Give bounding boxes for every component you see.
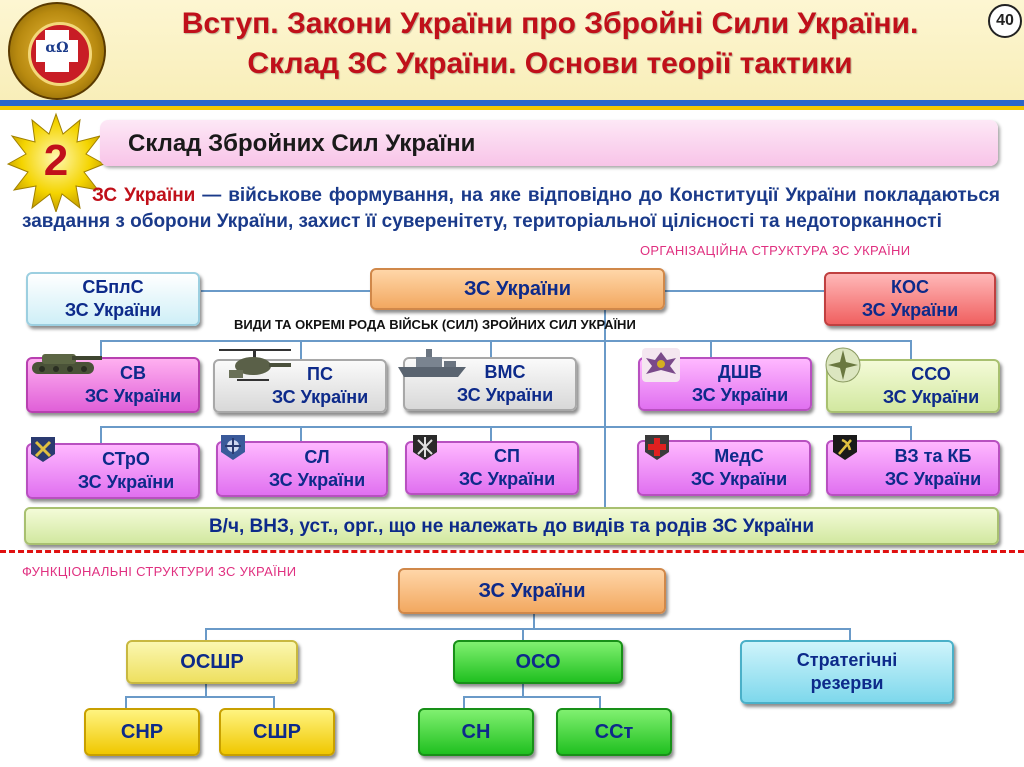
box-line-2: ЗС України bbox=[862, 299, 958, 322]
connector-line bbox=[300, 340, 302, 360]
sl-emblem-icon bbox=[218, 432, 248, 462]
other-units-bar: В/ч, ВНЗ, уст., орг., що не належать до … bbox=[24, 507, 999, 545]
section-title: Склад Збройних Сил України bbox=[128, 130, 475, 158]
title-line-1: Вступ. Закони України про Збройні Сили У… bbox=[100, 4, 1000, 44]
airborne-emblem-icon bbox=[640, 346, 682, 384]
box-line-1: ССО bbox=[911, 363, 951, 386]
functional-structures-caption: ФУНКЦІОНАЛЬНІ СТРУКТУРИ ЗС УКРАЇНИ bbox=[22, 564, 296, 579]
strategic-reserves-box: Стратегічні резерви bbox=[740, 640, 954, 704]
box-line-2: ЗС України bbox=[691, 468, 787, 491]
box-line-1: В/ч, ВНЗ, уст., орг., що не належать до … bbox=[209, 515, 814, 538]
sst-box: ССт bbox=[556, 708, 672, 756]
box-line-1: МедС bbox=[714, 445, 763, 468]
box-line-1: ПС bbox=[307, 363, 333, 386]
connector-line bbox=[910, 340, 912, 360]
box-line-1: СШР bbox=[253, 721, 301, 744]
box-line-2: ЗС України bbox=[885, 468, 981, 491]
connector-line bbox=[522, 682, 524, 696]
functional-root-box: ЗС України bbox=[398, 568, 666, 614]
connector-line bbox=[125, 696, 275, 698]
title-line-2: Склад ЗС України. Основи теорії тактики bbox=[100, 44, 1000, 84]
box-line-2: ЗС України bbox=[883, 386, 979, 409]
section-divider bbox=[0, 550, 1024, 553]
box-line-1: ДШВ bbox=[718, 361, 762, 384]
box-line-1: СЛ bbox=[304, 446, 329, 469]
box-line-1: ВЗ та КБ bbox=[895, 445, 972, 468]
box-line-2: ЗС України bbox=[457, 384, 553, 407]
tank-icon bbox=[26, 344, 102, 378]
sso-emblem-icon bbox=[824, 346, 862, 384]
definition-term: ЗС України bbox=[92, 185, 195, 206]
box-line-2: ЗС України bbox=[272, 386, 368, 409]
page-number: 40 bbox=[988, 4, 1022, 38]
connector-line bbox=[665, 290, 825, 292]
connector-line bbox=[710, 340, 712, 358]
oso-box: ОСО bbox=[453, 640, 623, 684]
sbpls-box: СБплС ЗС України bbox=[26, 272, 200, 326]
box-line-1: ССт bbox=[595, 721, 634, 744]
branches-subtitle: ВИДИ ТА ОКРЕМІ РОДА ВІЙСЬК (СИЛ) ЗРОЙНИХ… bbox=[234, 317, 636, 332]
sp-emblem-icon bbox=[410, 432, 440, 462]
meds-emblem-icon bbox=[642, 432, 672, 462]
osshr-box: ОСШР bbox=[126, 640, 298, 684]
box-line-1: ЗС України bbox=[464, 278, 571, 301]
sn-box: СН bbox=[418, 708, 534, 756]
box-line-1: СБплС bbox=[82, 276, 143, 299]
vz-kb-emblem-icon bbox=[830, 432, 860, 462]
box-line-1: ОСШР bbox=[180, 651, 243, 674]
box-line-1: СНР bbox=[121, 721, 163, 744]
stro-emblem-icon bbox=[28, 434, 58, 464]
connector-line bbox=[205, 682, 207, 696]
box-line-2: ЗС України bbox=[459, 468, 555, 491]
connector-line bbox=[205, 628, 851, 630]
section-number: 2 bbox=[6, 136, 106, 186]
box-line-2: ЗС України bbox=[269, 469, 365, 492]
logo-letters: αΩ bbox=[38, 40, 76, 56]
box-line-1: СП bbox=[494, 445, 520, 468]
connector-line bbox=[490, 340, 492, 358]
box-line-1: ОСО bbox=[515, 651, 560, 674]
connector-line bbox=[201, 290, 371, 292]
box-line-1: КОС bbox=[891, 276, 929, 299]
box-line-1: Стратегічні bbox=[797, 649, 897, 672]
box-line-2: ЗС України bbox=[78, 471, 174, 494]
connector-line bbox=[100, 426, 912, 428]
definition-paragraph: ЗС України — військове формування, на як… bbox=[22, 183, 1000, 235]
header-band-yellow bbox=[0, 106, 1024, 110]
box-line-2: ЗС України bbox=[85, 385, 181, 408]
org-root-box: ЗС України bbox=[370, 268, 665, 310]
box-line-2: ЗС України bbox=[692, 384, 788, 407]
connector-line bbox=[463, 696, 601, 698]
box-line-1: ВМС bbox=[485, 361, 526, 384]
box-line-2: ЗС України bbox=[65, 299, 161, 322]
connector-line bbox=[100, 340, 912, 342]
sshr-box: СШР bbox=[219, 708, 335, 756]
box-line-1: ЗС України bbox=[478, 580, 585, 603]
kos-box: КОС ЗС України bbox=[824, 272, 996, 326]
page-title: Вступ. Закони України про Збройні Сили У… bbox=[100, 4, 1000, 84]
box-line-1: СН bbox=[462, 721, 491, 744]
box-line-2: резерви bbox=[811, 672, 884, 695]
box-line-1: СТрО bbox=[102, 448, 150, 471]
box-line-1: СВ bbox=[120, 362, 146, 385]
snr-box: СНР bbox=[84, 708, 200, 756]
org-structure-caption: ОРГАНІЗАЦІЙНА СТРУКТУРА ЗС УКРАЇНИ bbox=[640, 243, 910, 258]
warship-icon bbox=[396, 347, 468, 379]
helicopter-icon bbox=[215, 344, 295, 388]
